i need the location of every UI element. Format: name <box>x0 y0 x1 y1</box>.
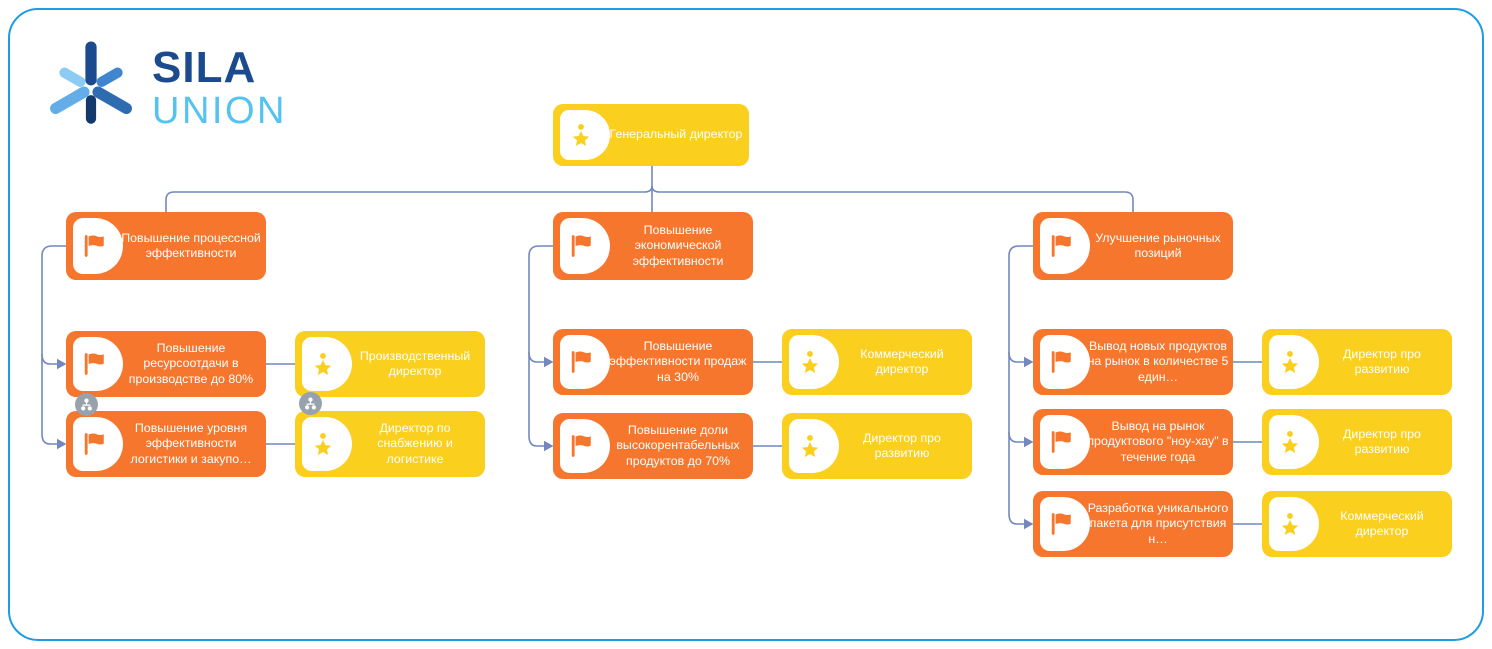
star-person-icon <box>560 110 610 160</box>
goal-node-economic-efficiency[interactable]: Повышение экономической эффективности <box>553 212 753 280</box>
node-label: Директор про развитию <box>1343 346 1421 377</box>
position-node-supply-logistics-director[interactable]: Директор по снабжению и логистике <box>295 411 485 477</box>
star-person-icon <box>789 419 839 473</box>
flag-icon <box>560 419 610 473</box>
flag-icon <box>73 337 123 391</box>
position-node-commercial-director-2[interactable]: Коммерческий директор <box>1262 491 1452 557</box>
star-person-icon <box>789 335 839 389</box>
flag-icon <box>73 218 123 274</box>
node-label: Директор про развитию <box>1343 426 1421 457</box>
node-label: Повышение доли высокорентабельных продук… <box>616 422 740 468</box>
goal-node-new-products-launch[interactable]: Вывод новых продуктов на рынок в количес… <box>1033 329 1233 395</box>
goal-node-market-positions[interactable]: Улучшение рыночных позиций <box>1033 212 1233 280</box>
position-node-commercial-director-1[interactable]: Коммерческий директор <box>782 329 972 395</box>
node-label: Разработка уникального пакета для присут… <box>1087 500 1229 546</box>
flag-icon <box>560 218 610 274</box>
position-node-ceo[interactable]: Генеральный директор <box>553 104 749 166</box>
flag-icon <box>73 417 123 471</box>
logo-title: SILA <box>152 43 257 92</box>
node-label: Производственный директор <box>359 348 471 379</box>
flag-icon <box>1040 497 1090 551</box>
position-node-development-director-2[interactable]: Директор про развитию <box>1262 329 1452 395</box>
star-person-icon <box>1269 335 1319 389</box>
flag-icon <box>1040 415 1090 469</box>
goal-node-resource-output[interactable]: Повышение ресурсоотдачи в производстве д… <box>66 331 266 397</box>
node-label: Генеральный директор <box>609 127 743 142</box>
position-node-development-director-1[interactable]: Директор про развитию <box>782 413 972 479</box>
logo-subtitle: UNION <box>152 90 287 132</box>
position-node-production-director[interactable]: Производственный директор <box>295 331 485 397</box>
node-label: Повышение экономической эффективности <box>632 222 724 268</box>
flag-icon <box>560 335 610 389</box>
node-label: Директор по снабжению и логистике <box>377 420 453 466</box>
star-person-icon <box>302 417 352 471</box>
node-label: Повышение процессной эффективности <box>121 230 261 261</box>
node-label: Вывод новых продуктов на рынок в количес… <box>1087 338 1229 384</box>
node-label: Коммерческий директор <box>860 346 944 377</box>
decomposition-hierarchy-icon <box>81 398 92 411</box>
node-label: Повышение ресурсоотдачи в производстве д… <box>128 340 254 386</box>
star-person-icon <box>1269 497 1319 551</box>
star-person-icon <box>1269 415 1319 469</box>
flag-icon <box>1040 335 1090 389</box>
goal-node-high-margin-share[interactable]: Повышение доли высокорентабельных продук… <box>553 413 753 479</box>
node-label: Вывод на рынок продуктового "ноу-хау" в … <box>1087 418 1229 464</box>
node-label: Улучшение рыночных позиций <box>1095 230 1221 261</box>
decomposition-badge-goal-resource[interactable] <box>75 393 98 416</box>
node-label: Коммерческий директор <box>1340 508 1424 539</box>
goal-node-know-how-launch[interactable]: Вывод на рынок продуктового "ноу-хау" в … <box>1033 409 1233 475</box>
node-label: Повышение эффективности продаж на 30% <box>609 338 747 384</box>
node-label: Повышение уровня эффективности логистики… <box>130 420 252 466</box>
goal-node-logistics-efficiency[interactable]: Повышение уровня эффективности логистики… <box>66 411 266 477</box>
star-person-icon <box>302 337 352 391</box>
triskelion-mark-icon <box>50 41 132 124</box>
org-logo: SILA UNION <box>44 40 287 136</box>
decomposition-hierarchy-icon <box>305 397 316 410</box>
goal-node-sales-efficiency[interactable]: Повышение эффективности продаж на 30% <box>553 329 753 395</box>
decomposition-badge-position-production[interactable] <box>299 392 322 415</box>
node-label: Директор про развитию <box>863 430 941 461</box>
position-node-development-director-3[interactable]: Директор про развитию <box>1262 409 1452 475</box>
flag-icon <box>1040 218 1090 274</box>
goal-node-process-efficiency[interactable]: Повышение процессной эффективности <box>66 212 266 280</box>
goal-node-unique-package[interactable]: Разработка уникального пакета для присут… <box>1033 491 1233 557</box>
